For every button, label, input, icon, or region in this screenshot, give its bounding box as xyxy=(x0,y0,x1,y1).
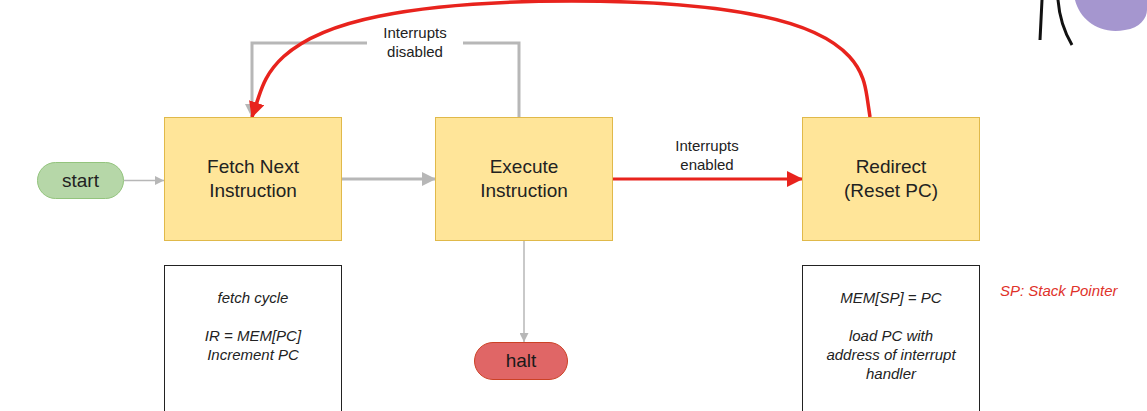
note-box: fetch cycle IR = MEM[PC] Increment PC xyxy=(164,265,342,411)
start-terminal: start xyxy=(37,162,124,199)
edge-label: Interrupts disabled xyxy=(367,23,463,61)
process-box: Redirect (Reset PC) xyxy=(802,117,980,241)
figure-strokes xyxy=(1040,0,1072,45)
node-text: Execute Instruction xyxy=(464,155,584,203)
node-text: load PC with address of interrupt handle… xyxy=(825,326,957,383)
node-text: Redirect (Reset PC) xyxy=(831,155,951,203)
edge-label: Interrupts enabled xyxy=(659,136,755,174)
halt-terminal: halt xyxy=(474,342,568,380)
node-text: MEM[SP] = PC xyxy=(840,288,941,307)
node-text: IR = MEM[PC] Increment PC xyxy=(187,326,319,364)
process-box: Fetch Next Instruction xyxy=(164,117,342,241)
node-text: halt xyxy=(506,350,537,372)
note-box: MEM[SP] = PC load PC with address of inte… xyxy=(802,265,980,411)
purple-blob xyxy=(1075,0,1147,31)
flow-arrow xyxy=(613,178,802,181)
node-text: start xyxy=(62,170,99,192)
flow-arrow xyxy=(523,241,525,342)
flow-arrow xyxy=(252,1,870,117)
flow-arrow xyxy=(342,178,435,181)
node-text: fetch cycle xyxy=(218,288,289,307)
node-text: Fetch Next Instruction xyxy=(193,155,313,203)
note-label: SP: Stack Pointer xyxy=(1000,281,1135,300)
process-box: Execute Instruction xyxy=(435,117,613,241)
flow-arrow xyxy=(124,180,164,182)
